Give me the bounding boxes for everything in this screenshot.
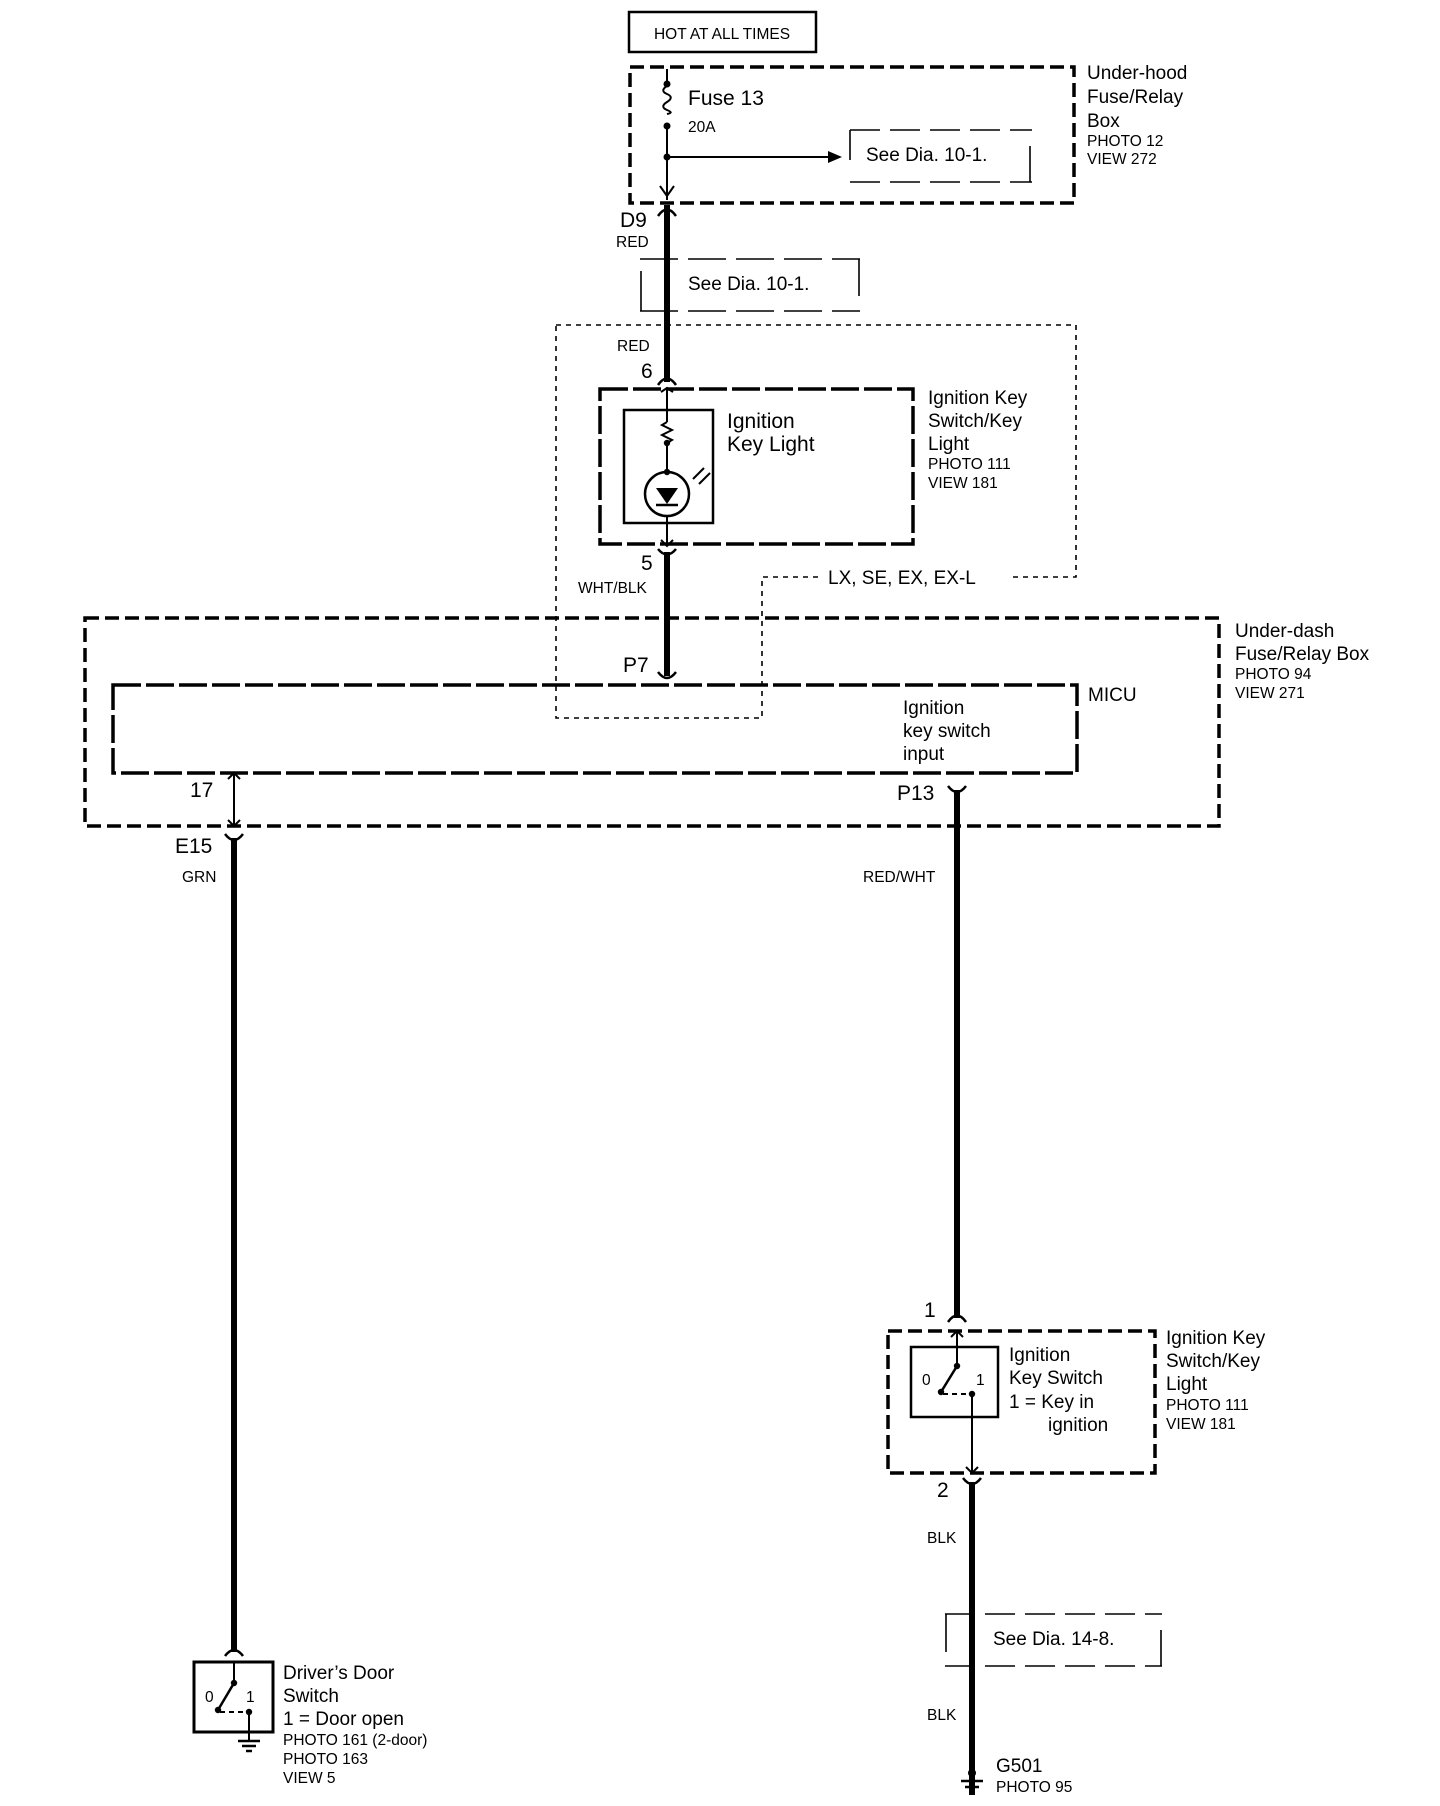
key-switch-name-1: Ignition Key — [1166, 1328, 1266, 1349]
pin-6: 6 — [641, 360, 653, 383]
led-icon — [656, 488, 678, 504]
wire-wht-blk-color: WHT/BLK — [578, 580, 648, 597]
pin-1: 1 — [924, 1299, 936, 1322]
power-label-box — [627, 10, 818, 54]
key-light-name-1: Ignition Key — [928, 388, 1028, 409]
pin-2: 2 — [937, 1479, 949, 1502]
door-switch-photo-2: PHOTO 163 — [283, 1751, 368, 1768]
key-switch-pos-1: 1 — [976, 1372, 985, 1389]
door-switch-name-2: Switch — [283, 1686, 339, 1707]
option-region — [555, 324, 1077, 719]
fuse-name: Fuse 13 — [688, 87, 764, 110]
key-light-name-3: Light — [928, 434, 970, 455]
key-switch-photo: PHOTO 111 — [1166, 1397, 1249, 1414]
ignition-key-light-box — [622, 408, 715, 525]
key-light-view: VIEW 181 — [928, 475, 998, 492]
key-switch-name-3: Light — [1166, 1374, 1208, 1395]
underhood-name-1: Under-hood — [1087, 63, 1187, 84]
key-light-assembly — [598, 387, 915, 546]
pin-p13: P13 — [897, 782, 934, 805]
ground-icon — [961, 1779, 983, 1795]
micu-label: MICU — [1088, 685, 1137, 706]
underhood-photo: PHOTO 12 — [1087, 133, 1163, 150]
variants-label: LX, SE, EX, EX-L — [828, 568, 976, 589]
key-light-name-2: Switch/Key — [928, 411, 1022, 432]
door-switch-name-1: Driver’s Door — [283, 1663, 395, 1684]
pin-5: 5 — [641, 552, 653, 575]
door-switch-pos-0: 0 — [205, 1689, 214, 1706]
key-switch-view: VIEW 181 — [1166, 1416, 1236, 1433]
key-switch-name-2: Switch/Key — [1166, 1351, 1260, 1372]
key-switch-symbol — [939, 1329, 979, 1475]
underdash-view: VIEW 271 — [1235, 685, 1305, 702]
door-switch-name-3: 1 = Door open — [283, 1709, 404, 1730]
key-switch-label-1: Ignition — [1009, 1345, 1070, 1366]
wire-red-wht-color: RED/WHT — [863, 869, 936, 886]
micu-input-1: Ignition — [903, 698, 964, 719]
micu-input-3: input — [903, 744, 945, 765]
door-switch-photo-1: PHOTO 161 (2-door) — [283, 1732, 427, 1749]
underhood-fuse-relay-box — [628, 65, 1076, 205]
underdash-name-2: Fuse/Relay Box — [1235, 644, 1370, 665]
see-ref-2: See Dia. 10-1. — [688, 274, 809, 295]
door-switch-view: VIEW 5 — [283, 1770, 336, 1787]
underdash-fuse-relay-box — [83, 616, 1221, 828]
wire-blk-color-1: BLK — [927, 1530, 957, 1547]
see-ref-box-3 — [945, 1613, 1162, 1667]
ground-name: G501 — [996, 1756, 1042, 1777]
ignition-key-switch-box — [909, 1345, 1000, 1419]
wire-blk-color-2: BLK — [927, 1707, 957, 1724]
wire-grn-color: GRN — [182, 869, 216, 886]
key-light-label-1: Ignition — [727, 410, 795, 433]
underhood-name-2: Fuse/Relay — [1087, 87, 1184, 108]
underhood-name-3: Box — [1087, 111, 1120, 132]
key-light-photo: PHOTO 111 — [928, 456, 1011, 473]
key-switch-pos-0: 0 — [922, 1372, 931, 1389]
door-ground-icon — [238, 1739, 260, 1753]
key-light-label-2: Key Light — [727, 433, 815, 456]
ground-photo: PHOTO 95 — [996, 1779, 1072, 1796]
wire-red-color-2: RED — [617, 338, 650, 355]
key-switch-label-2: Key Switch — [1009, 1368, 1103, 1389]
key-switch-label-4: ignition — [1048, 1415, 1108, 1436]
pin-17: 17 — [190, 779, 213, 802]
fuse-rating: 20A — [688, 119, 716, 136]
connector-d9: D9 — [620, 209, 647, 232]
arrow-right-icon — [828, 151, 842, 163]
key-switch-label-3: 1 = Key in — [1009, 1392, 1094, 1413]
see-ref-box-2 — [640, 258, 860, 312]
fuse-13-symbol — [662, 69, 828, 200]
wire-d9-color: RED — [616, 234, 649, 251]
power-label: HOT AT ALL TIMES — [654, 26, 790, 43]
pin-p7: P7 — [623, 654, 649, 677]
door-switch-pos-1: 1 — [246, 1689, 255, 1706]
connector-e15: E15 — [175, 835, 212, 858]
underdash-photo: PHOTO 94 — [1235, 666, 1312, 683]
micu-box — [111, 683, 1079, 775]
key-switch-assembly — [886, 1329, 1157, 1475]
underhood-view: VIEW 272 — [1087, 151, 1157, 168]
pin-17-arrow — [227, 771, 241, 828]
see-ref-1: See Dia. 10-1. — [866, 145, 987, 166]
underdash-name-1: Under-dash — [1235, 621, 1334, 642]
see-ref-3: See Dia. 14-8. — [993, 1629, 1114, 1650]
micu-input-2: key switch — [903, 721, 991, 742]
door-switch-symbol — [216, 1662, 250, 1740]
see-ref-box-1 — [849, 129, 1032, 183]
